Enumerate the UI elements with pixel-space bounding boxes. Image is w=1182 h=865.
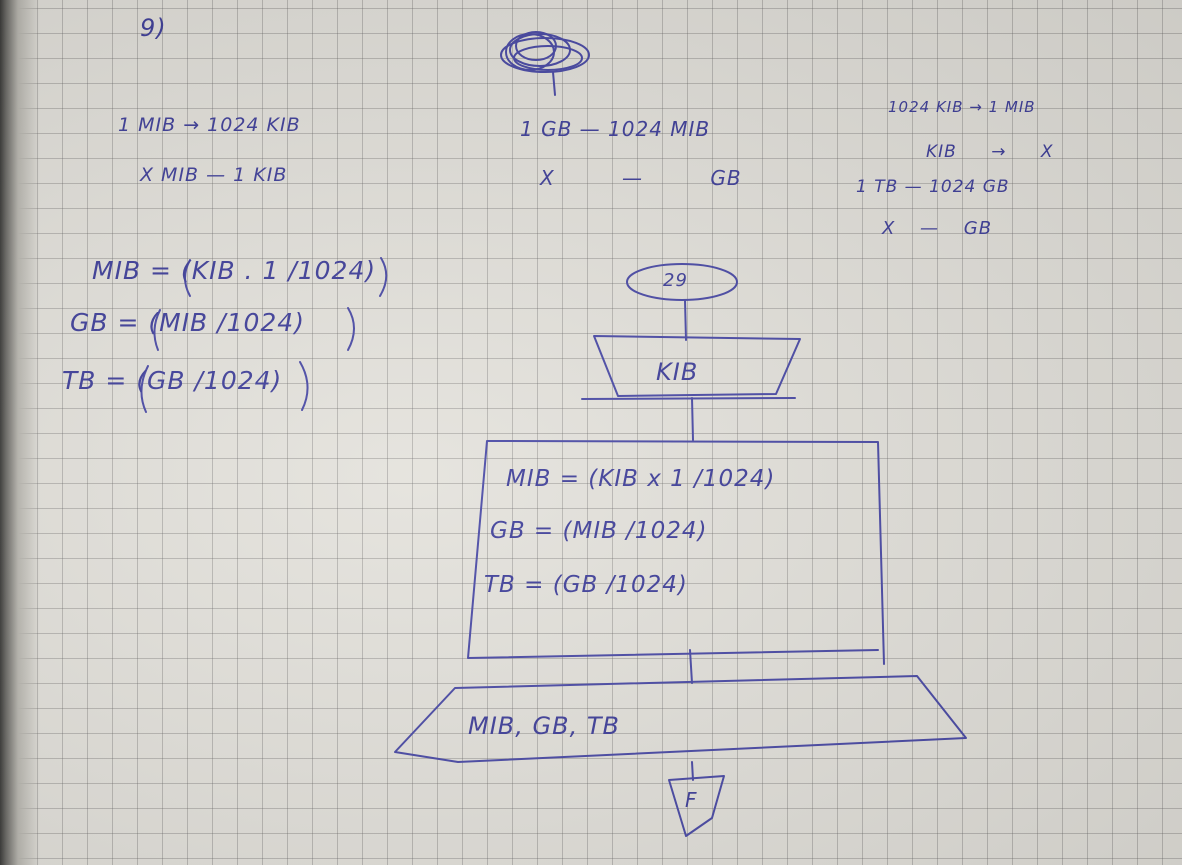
output-label: MIB, GB, TB — [468, 712, 620, 740]
right-paren — [299, 361, 309, 411]
left-rule-line-1: 1 MIB → 1024 KIB — [118, 114, 301, 136]
left-formula-mib: MIB = (KIB . 1 /1024) — [92, 256, 377, 285]
scribbled-terminal — [500, 31, 590, 96]
left-paren — [153, 309, 161, 351]
left-formula-gb: GB = (MIB /1024) — [70, 308, 305, 337]
right-rule-line-2: KIB → X — [926, 142, 1054, 162]
right-rule-line-4: X — GB — [882, 218, 993, 239]
process-line-mib: MIB = (KIB x 1 /1024) — [506, 466, 776, 492]
notebook-edge — [0, 0, 40, 865]
problem-number: 9) — [140, 14, 167, 42]
left-paren — [184, 259, 191, 297]
left-formula-tb: TB = (GB /1024) — [62, 366, 283, 395]
left-rule-line-2: X MIB — 1 KIB — [140, 164, 288, 186]
start-label: 29 — [663, 270, 688, 291]
connector-start-input — [684, 299, 687, 341]
start-terminal — [626, 263, 738, 301]
end-shape — [668, 775, 725, 837]
connector-input-process — [691, 397, 694, 441]
end-label: F — [685, 788, 698, 812]
process-box — [467, 440, 885, 665]
input-underline — [581, 397, 796, 400]
process-line-gb: GB = (MIB /1024) — [490, 518, 708, 544]
right-rule-line-3: 1 TB — 1024 GB — [856, 177, 1010, 197]
right-paren — [347, 307, 355, 351]
process-line-tb: TB = (GB /1024) — [484, 572, 688, 598]
right-rule-line-1: 1024 KIB → 1 MIB — [888, 98, 1036, 116]
connector-output-end — [691, 761, 694, 781]
middle-rule-line-2: X — GB — [540, 166, 742, 190]
connector-process-output — [689, 649, 693, 684]
left-paren — [140, 365, 149, 413]
right-paren — [379, 257, 388, 297]
output-shape — [394, 675, 967, 763]
input-label: KIB — [656, 358, 699, 386]
input-shape — [593, 335, 801, 397]
middle-rule-line-1: 1 GB — 1024 MIB — [520, 117, 711, 141]
